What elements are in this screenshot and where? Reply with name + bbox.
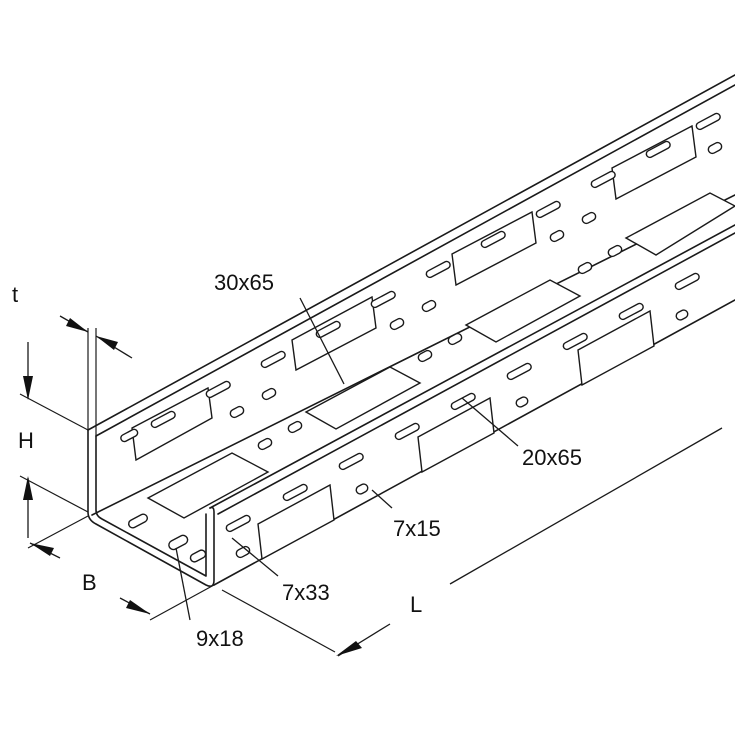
- cutout-30x65: [464, 279, 582, 343]
- cutout-20x65: [577, 309, 655, 387]
- label-b: B: [82, 570, 97, 595]
- cutout-30x65: [611, 124, 697, 201]
- cutout-20x65: [417, 396, 495, 474]
- cutout-30x65: [291, 295, 377, 372]
- label-t: t: [12, 282, 18, 307]
- mid-slot-row: [229, 141, 723, 419]
- label-l: L: [410, 592, 422, 617]
- top-slot-row: [120, 112, 721, 443]
- cutout-20x65: [257, 483, 335, 561]
- back-wall-perforations: [120, 112, 723, 462]
- cutout-30x65: [624, 192, 735, 256]
- height-dimension: [19, 342, 89, 538]
- floor-perforations: [128, 192, 735, 563]
- cutout-30x65: [146, 452, 270, 519]
- label-20x65: 20x65: [522, 445, 582, 470]
- label-7x15: 7x15: [393, 516, 441, 541]
- label-9x18: 9x18: [196, 626, 244, 651]
- cutout-30x65: [451, 210, 537, 287]
- cutout-30x65: [131, 386, 213, 462]
- length-dimension: [221, 427, 723, 657]
- label-7x33: 7x33: [282, 580, 330, 605]
- label-h: H: [18, 428, 34, 453]
- label-30x65: 30x65: [214, 270, 274, 295]
- thickness-dimension: [59, 315, 133, 436]
- cutout-30x65: [304, 366, 422, 430]
- width-dimension: [27, 515, 215, 621]
- front-wall-perforations: [225, 272, 700, 561]
- hole-leaders: [175, 297, 519, 621]
